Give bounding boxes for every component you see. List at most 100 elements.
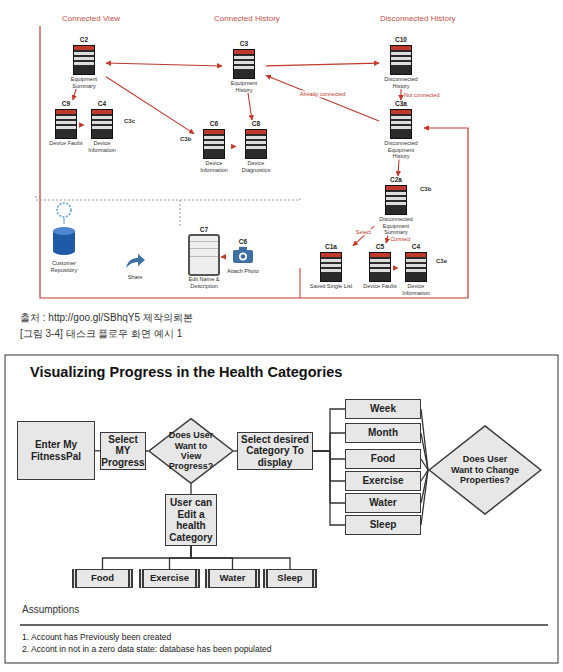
graphic [91, 108, 113, 140]
screen-node: C4Device Information [84, 100, 120, 153]
screen-caption: Device Faults [363, 283, 396, 290]
screen-node: C9Device Faults [48, 100, 84, 147]
screen-node: C4Device Information [398, 243, 434, 296]
connector [266, 63, 379, 66]
database-node: Customer Repository [40, 226, 88, 273]
screen-id: C9 [62, 100, 70, 108]
process-box: Week [345, 399, 421, 419]
screen-thumbnail [369, 252, 391, 282]
screen-caption: Disconnected Equipment History [379, 140, 423, 160]
process-box: Month [345, 423, 421, 443]
text-label: 2. Accont in not in a zero data state: d… [22, 644, 272, 654]
box-text: Water [219, 573, 245, 584]
screen-caption: Equipment History [222, 80, 266, 93]
graphic [233, 48, 255, 80]
screen-caption: Attach Photo [227, 268, 259, 275]
process-box: Enter My FitnessPal [17, 421, 95, 480]
connector [106, 77, 194, 134]
screen-thumbnail [233, 49, 255, 79]
screen-node: C7Edit Name & Description [182, 226, 226, 289]
screen-id: C3 [240, 40, 248, 48]
screen-id: C1a [325, 243, 337, 251]
connector [313, 451, 345, 503]
graphic [73, 44, 95, 76]
screen-id: C4 [412, 243, 420, 251]
graphic [390, 108, 412, 140]
graphic [369, 251, 391, 283]
box-text: Water [369, 497, 396, 509]
loop-wire [40, 26, 468, 298]
graphic [385, 184, 407, 216]
graphic [405, 251, 427, 283]
connector [191, 546, 290, 569]
connector [170, 546, 192, 569]
connector [266, 75, 379, 121]
icon-node: C6Attach Photo [221, 238, 265, 275]
connector [234, 146, 236, 147]
connector [190, 484, 191, 494]
text-label: 1. Account has Previously been created [22, 632, 171, 642]
screen-node: C6Device Information [194, 120, 234, 173]
loop-wire [300, 268, 301, 298]
screen-id: C3a [395, 100, 407, 108]
screen-thumbnail [91, 109, 113, 139]
edge-label: Already connected [300, 91, 346, 98]
text-label: C3c [124, 118, 135, 124]
box-text: Exercise [150, 573, 189, 584]
process-box: Food [345, 449, 421, 469]
connector [386, 236, 388, 244]
screen-caption: Saved Single List [310, 283, 353, 290]
text-label: Connected View [62, 14, 120, 23]
screen-node: C3aDisconnected Equipment History [379, 100, 423, 160]
screen-caption: Edit Name & Description [182, 276, 226, 289]
process-box: Sleep [345, 515, 421, 535]
screen-node: C10Disconnected History [379, 36, 423, 89]
connector [353, 226, 374, 246]
screen-node: C2Equipment Summary [62, 36, 106, 89]
box-text: User can Edit a health Category [168, 497, 214, 543]
connector [95, 450, 100, 451]
graphic [232, 246, 254, 268]
text-label: C3e [436, 258, 447, 264]
text-label: C3b [420, 186, 431, 192]
screen-caption: Share [128, 274, 143, 281]
screen-caption: Disconnected History [379, 76, 423, 89]
screen-id: C2a [390, 176, 402, 184]
screen-thumbnail [203, 129, 225, 159]
box-text: Sleep [277, 573, 302, 584]
screen-thumbnail [320, 252, 342, 282]
text-label: Assumptions [22, 604, 79, 615]
sync-ring [57, 203, 71, 217]
connector [248, 93, 252, 120]
connector [146, 450, 148, 451]
box-text: Exercise [362, 475, 403, 487]
figure-caption: [그림 3-4] 태스크 플로우 화면 예시 1 [20, 327, 182, 341]
connector [421, 470, 428, 503]
screen-id: C8 [252, 120, 260, 128]
screen-thumbnail [390, 45, 412, 75]
edge-label: Select [356, 229, 371, 236]
connector [313, 451, 345, 481]
screen-caption: Device Information [84, 140, 120, 153]
box-text: Month [368, 427, 398, 439]
box-text: Select desired Category To display [240, 434, 310, 469]
diamond-shape [149, 419, 233, 484]
connector [313, 409, 345, 451]
edge-label: Connect [390, 236, 411, 243]
screen-node: C1aSaved Single List [309, 243, 353, 290]
connector [103, 546, 192, 569]
screen-node: C5Device Faults [362, 243, 398, 290]
text-label: Disconnected History [380, 14, 456, 23]
screen-thumbnail [55, 109, 77, 139]
predefined-process-box: Food [72, 569, 133, 588]
screen-node: C8Device Diagnostics [236, 120, 276, 173]
connector [106, 63, 222, 66]
connector [234, 450, 237, 451]
process-box: Water [345, 493, 421, 513]
separator-line [20, 624, 548, 626]
text-label: C3b [180, 136, 191, 142]
screen-caption: Customer Repository [40, 260, 88, 273]
connector [400, 89, 401, 100]
predefined-process-box: Exercise [139, 569, 200, 588]
